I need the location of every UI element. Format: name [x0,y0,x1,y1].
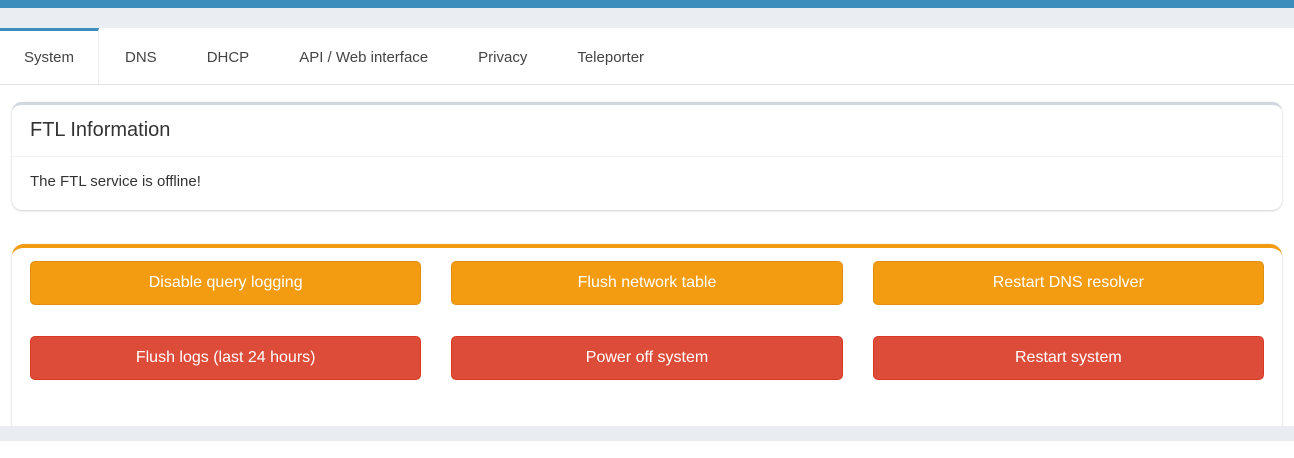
top-accent-bar [0,0,1294,8]
footer-strip [0,426,1294,441]
disable-query-logging-button[interactable]: Disable query logging [30,261,422,305]
ftl-card-title: FTL Information [12,105,1282,157]
ftl-information-card: FTL Information The FTL service is offli… [12,102,1282,210]
ftl-status-message: The FTL service is offline! [30,173,201,190]
settings-tab-bar: System DNS DHCP API / Web interface Priv… [0,28,1294,85]
tab-system[interactable]: System [0,28,100,84]
tab-privacy[interactable]: Privacy [478,49,528,66]
tab-dhcp[interactable]: DHCP [206,49,250,66]
tab-api-web-interface[interactable]: API / Web interface [299,49,429,66]
actions-row-danger: Flush logs (last 24 hours) Power off sys… [30,336,1264,380]
restart-system-button[interactable]: Restart system [872,336,1264,380]
system-actions-card: Disable query logging Flush network tabl… [12,244,1282,435]
header-spacer [0,8,1294,28]
tab-panel-system: FTL Information The FTL service is offli… [0,85,1294,435]
power-off-system-button[interactable]: Power off system [451,336,843,380]
restart-dns-resolver-button[interactable]: Restart DNS resolver [872,261,1264,305]
tab-teleporter[interactable]: Teleporter [577,49,645,66]
flush-logs-button[interactable]: Flush logs (last 24 hours) [30,336,422,380]
tab-dns[interactable]: DNS [125,49,157,66]
actions-row-warning: Disable query logging Flush network tabl… [30,261,1264,305]
flush-network-table-button[interactable]: Flush network table [451,261,843,305]
